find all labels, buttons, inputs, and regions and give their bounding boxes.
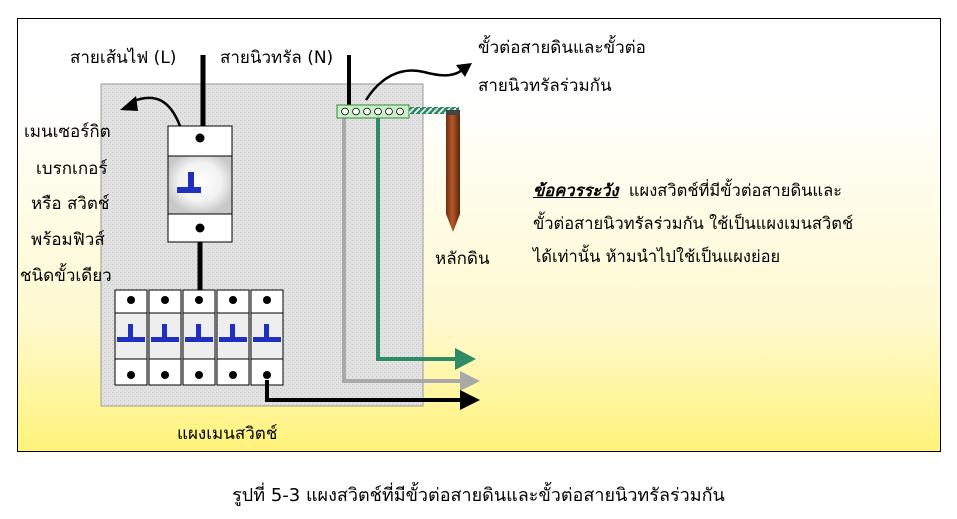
neutral-outgoing-wire <box>342 118 463 383</box>
ground-outgoing-wire <box>376 118 458 361</box>
load-outgoing-wire <box>265 380 463 402</box>
ground-conductor <box>409 107 459 114</box>
terminal-callout-arrowhead <box>456 63 472 77</box>
caution-heading: ข้อควรระวัง <box>533 181 619 200</box>
main-breaker-label-2: เบรกเกอร์ <box>36 159 108 179</box>
caution-line-1: ข้อควรระวัง แผงสวิตช์ที่มีขั้วต่อสายดินแ… <box>533 174 913 207</box>
main-breaker-label-4: พร้อมฟิวส์ <box>31 230 105 250</box>
figure-caption: รูปที่ 5-3 แผงสวิตช์ที่มีขั้วต่อสายดินแล… <box>232 485 725 506</box>
terminal-bar <box>336 104 410 119</box>
caution-line-3: ได้เท่านั้น ห้ามนำไปใช้เป็นแผงย่อย <box>533 247 781 266</box>
breaker-callout-arrow <box>130 96 182 127</box>
panel-label: แผงเมนสวิตช์ <box>177 424 278 444</box>
load-arrowhead <box>460 390 480 410</box>
branch-breaker-5 <box>250 289 284 386</box>
main-breaker-label-1: เมนเซอร์กิต <box>24 122 111 142</box>
caution-line-2: ขั้วต่อสายนิวทรัลร่วมกัน ใช้เป็นแผงเมนสว… <box>533 214 854 233</box>
main-breaker <box>167 125 233 243</box>
main-breaker-label-3: หรือ สวิตช์ <box>31 194 110 214</box>
terminal-label-line1: ขั้วต่อสายดินและขั้วต่อ <box>478 38 646 58</box>
main-breaker-label-5: ชนิดขั้วเดียว <box>20 266 112 286</box>
terminal-callout-arrow <box>364 69 463 101</box>
terminal-label-line2: สายนิวทรัลร่วมกัน <box>478 76 612 96</box>
breaker-callout-arrowhead <box>120 96 138 111</box>
neutral-wire-label: สายนิวทรัล (N) <box>220 48 334 68</box>
neutral-arrowhead <box>460 371 480 391</box>
caution-note: ข้อควรระวัง แผงสวิตช์ที่มีขั้วต่อสายดินแ… <box>533 174 913 273</box>
branch-breaker-3 <box>182 289 216 386</box>
live-wire-label: สายเส้นไฟ (L) <box>70 48 177 68</box>
branch-breaker-4 <box>216 289 250 386</box>
branch-breaker-1 <box>114 289 148 386</box>
branch-breaker-2 <box>148 289 182 386</box>
ground-rod <box>446 114 460 232</box>
caution-text-1: แผงสวิตช์ที่มีขั้วต่อสายดินและ <box>628 181 843 200</box>
ground-rod-label: หลักดิน <box>435 249 490 269</box>
ground-arrowhead <box>455 348 476 370</box>
ground-rod-cap <box>446 110 460 115</box>
